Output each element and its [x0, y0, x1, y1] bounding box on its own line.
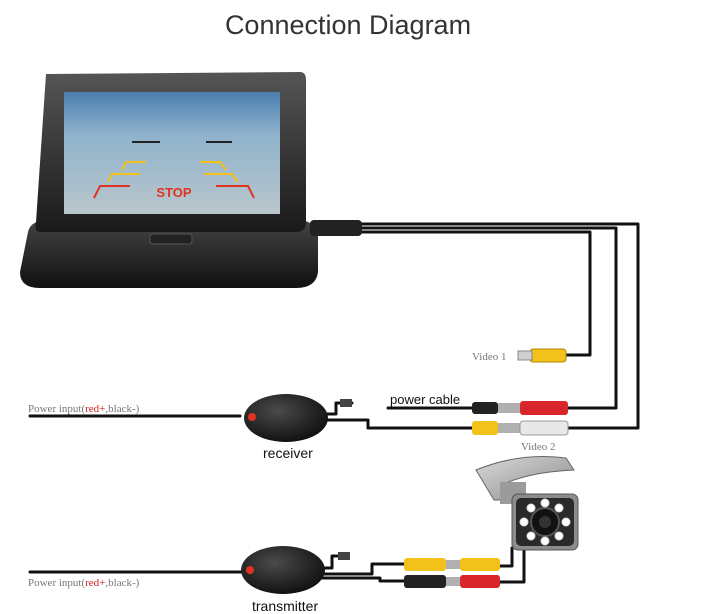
- receiver-label: receiver: [263, 445, 313, 461]
- camera-power-wire: [496, 546, 526, 584]
- power-wire-outer: [360, 222, 640, 430]
- power-input-top-red: red+: [85, 403, 105, 415]
- power-input-top-sep: ,: [105, 403, 108, 415]
- video2-rca-plug: [472, 420, 569, 436]
- power-input-top-prefix: Power input(: [28, 403, 85, 415]
- power-cable-rca-plug: [472, 401, 568, 415]
- power-cable-label: power cable: [390, 392, 460, 407]
- camera-video-wire: [496, 546, 514, 568]
- transmitter-video-wire: [316, 562, 408, 576]
- transmitter-power-rca-plug: [404, 575, 500, 588]
- transmitter-module: [241, 546, 350, 594]
- screen-stop-text: STOP: [156, 185, 191, 200]
- transmitter-label: transmitter: [252, 598, 318, 614]
- power-input-label-top: Power input(red+,black-): [28, 403, 140, 415]
- transmitter-power-wire: [316, 576, 408, 583]
- power-input-bottom-sep: ,: [105, 577, 108, 589]
- video1-rca-plug: [517, 348, 567, 363]
- diagram-title: Connection Diagram: [225, 10, 471, 40]
- power-input-bottom-prefix: Power input(: [28, 577, 85, 589]
- power-input-bottom-black: black-): [108, 577, 139, 589]
- camera-leds: [519, 498, 571, 546]
- monitor: STOP: [20, 72, 362, 288]
- monitor-base: [20, 220, 318, 288]
- power-input-bottom-red: red+: [85, 577, 105, 589]
- backup-camera: [475, 456, 579, 551]
- wires: [28, 222, 640, 584]
- video2-label: Video 2: [521, 441, 555, 453]
- screen-parking-lines: [93, 141, 255, 199]
- monitor-screen: [64, 92, 280, 214]
- power-input-label-bottom: Power input(red+,black-): [28, 577, 140, 589]
- power-input-top-black: black-): [108, 403, 139, 415]
- monitor-cable: [360, 230, 592, 357]
- receiver-module: [244, 394, 352, 442]
- monitor-cable-plug: [310, 220, 362, 236]
- video1-label: Video 1: [472, 351, 506, 363]
- monitor-base-button: [149, 233, 193, 245]
- receiver-video-wire: [316, 418, 474, 430]
- transmitter-video-rca-plug: [404, 558, 500, 571]
- video2-wire: [360, 226, 618, 410]
